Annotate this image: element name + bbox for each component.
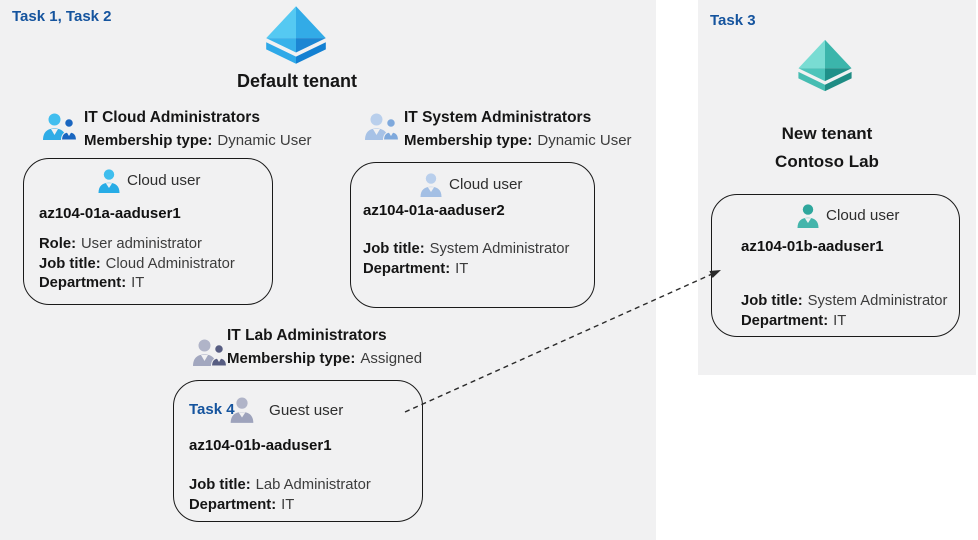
user-attributes: Role:User administrator Job title:Cloud … bbox=[39, 235, 235, 294]
user-attributes: Job title:Lab Administrator Department:I… bbox=[189, 476, 371, 515]
membership-type-value: Assigned bbox=[360, 350, 423, 367]
cloud-user-icon bbox=[795, 201, 821, 231]
guest-user-card: Task 4 Guest user az104-01b-aaduser1 Job… bbox=[173, 380, 423, 522]
task-3-label: Task 3 bbox=[710, 12, 756, 29]
user-type-label: Cloud user bbox=[127, 172, 201, 189]
azure-ad-tenant-icon bbox=[259, 4, 333, 66]
new-tenant-line1: New tenant bbox=[781, 124, 873, 143]
azure-ad-new-tenant-icon bbox=[792, 38, 858, 93]
field-department: Department:IT bbox=[363, 260, 469, 277]
guest-user-icon bbox=[228, 395, 256, 425]
new-tenant-user-card: Cloud user az104-01b-aaduser1 Job title:… bbox=[711, 194, 960, 337]
user-card-aaduser1: Cloud user az104-01a-aaduser1 Role:User … bbox=[23, 158, 273, 305]
field-department: Department:IT bbox=[741, 312, 847, 329]
user-card-aaduser2: Cloud user az104-01a-aaduser2 Job title:… bbox=[350, 162, 595, 308]
membership-type-label: Membership type: bbox=[84, 132, 213, 149]
group-icon-cloud-admins bbox=[42, 112, 78, 142]
user-name: az104-01b-aaduser1 bbox=[189, 437, 332, 454]
task-1-2-label: Task 1, Task 2 bbox=[12, 8, 112, 25]
cloud-user-icon bbox=[418, 171, 444, 199]
field-role: Role:User administrator bbox=[39, 236, 202, 252]
field-job-title: Job title:System Administrator bbox=[363, 241, 570, 257]
group-membership-system-admins: Membership type:Dynamic User bbox=[404, 132, 632, 149]
user-type-label: Cloud user bbox=[826, 207, 900, 224]
task-4-label: Task 4 bbox=[189, 401, 235, 418]
cloud-user-icon bbox=[96, 167, 122, 195]
field-job-title: Job title:Lab Administrator bbox=[189, 477, 371, 493]
user-name: az104-01b-aaduser1 bbox=[741, 238, 884, 255]
group-name-cloud-admins: IT Cloud Administrators bbox=[84, 109, 260, 126]
user-name: az104-01a-aaduser2 bbox=[363, 202, 505, 219]
field-job-title: Job title:Cloud Administrator bbox=[39, 255, 235, 272]
user-type-label: Guest user bbox=[269, 402, 344, 419]
new-tenant-title: New tenant Contoso Lab bbox=[727, 120, 927, 176]
membership-type-label: Membership type: bbox=[404, 132, 533, 149]
group-name-system-admins: IT System Administrators bbox=[404, 109, 592, 126]
user-attributes: Job title:System Administrator Departmen… bbox=[741, 292, 947, 331]
membership-type-label: Membership type: bbox=[227, 350, 356, 367]
field-department: Department:IT bbox=[189, 496, 295, 513]
membership-type-value: Dynamic User bbox=[217, 132, 312, 149]
user-name: az104-01a-aaduser1 bbox=[39, 205, 181, 222]
group-membership-lab-admins: Membership type:Assigned bbox=[227, 350, 422, 367]
default-tenant-panel bbox=[0, 0, 656, 540]
default-tenant-title: Default tenant bbox=[236, 71, 357, 91]
field-job-title: Job title:System Administrator bbox=[741, 293, 948, 309]
user-attributes: Job title:System Administrator Departmen… bbox=[363, 240, 569, 279]
group-name-lab-admins: IT Lab Administrators bbox=[227, 327, 387, 344]
new-tenant-line2: Contoso Lab bbox=[775, 152, 879, 171]
group-membership-cloud-admins: Membership type:Dynamic User bbox=[84, 132, 312, 149]
group-icon-system-admins bbox=[364, 112, 400, 142]
group-icon-lab-admins bbox=[192, 338, 228, 368]
field-department: Department:IT bbox=[39, 275, 145, 291]
membership-type-value: Dynamic User bbox=[537, 132, 632, 149]
user-type-label: Cloud user bbox=[449, 176, 523, 193]
